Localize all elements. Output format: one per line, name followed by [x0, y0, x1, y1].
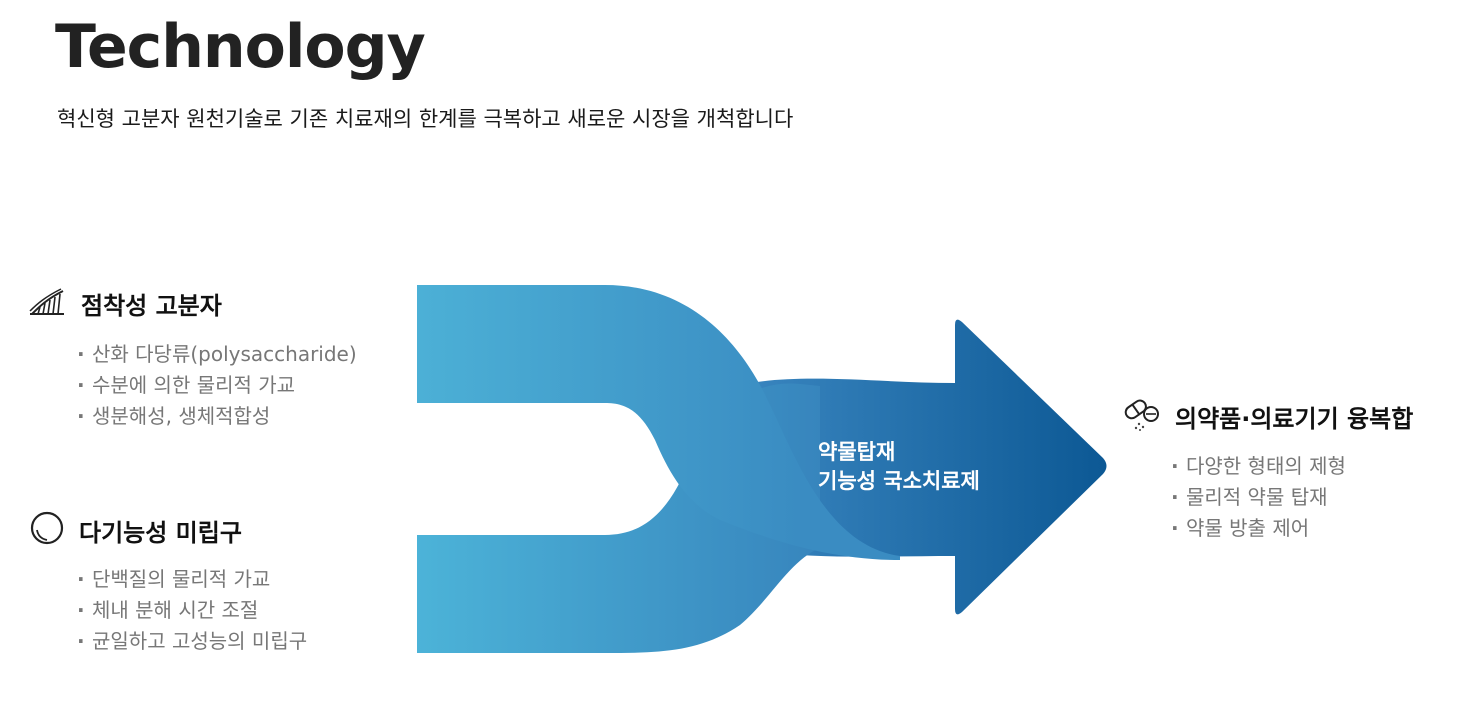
- list-item: 체내 분해 시간 조절: [77, 595, 307, 626]
- list-item: 다양한 형태의 제형: [1171, 451, 1346, 482]
- list-item: 약물 방출 제어: [1171, 513, 1346, 544]
- convergence-list: 다양한 형태의 제형 물리적 약물 탑재 약물 방출 제어: [1171, 451, 1346, 544]
- adhesive-polymer-list: 산화 다당류(polysaccharide) 수분에 의한 물리적 가교 생분해…: [77, 339, 357, 432]
- center-label-line1: 약물탑재: [818, 440, 896, 464]
- list-item: 단백질의 물리적 가교: [77, 564, 307, 595]
- adhesive-polymer-title: 점착성 고분자: [81, 292, 222, 320]
- list-item: 수분에 의한 물리적 가교: [77, 370, 357, 401]
- list-item: 물리적 약물 탑재: [1171, 482, 1346, 513]
- adhesive-polymer-heading: 점착성 고분자: [27, 286, 222, 321]
- list-item: 생분해성, 생체적합성: [77, 401, 357, 432]
- top-branch-shape: [417, 285, 900, 560]
- sphere-icon: [29, 510, 65, 550]
- page-subtitle: 혁신형 고분자 원천기술로 기존 치료재의 한계를 극복하고 새로운 시장을 개…: [57, 107, 794, 131]
- list-item: 산화 다당류(polysaccharide): [77, 339, 357, 370]
- polymer-ribbon-icon: [27, 287, 67, 321]
- convergence-heading: 의약품·의료기기 융복합: [1121, 396, 1413, 436]
- page-title: Technology: [55, 12, 426, 82]
- center-label: 약물탑재 기능성 국소치료제: [818, 438, 980, 496]
- center-label-line2: 기능성 국소치료제: [818, 469, 980, 493]
- list-item: 균일하고 고성능의 미립구: [77, 626, 307, 657]
- pills-icon: [1121, 396, 1161, 436]
- microsphere-heading: 다기능성 미립구: [29, 510, 242, 550]
- convergence-title: 의약품·의료기기 융복합: [1175, 404, 1414, 433]
- microsphere-list: 단백질의 물리적 가교 체내 분해 시간 조절 균일하고 고성능의 미립구: [77, 564, 307, 657]
- microsphere-title: 다기능성 미립구: [79, 518, 242, 547]
